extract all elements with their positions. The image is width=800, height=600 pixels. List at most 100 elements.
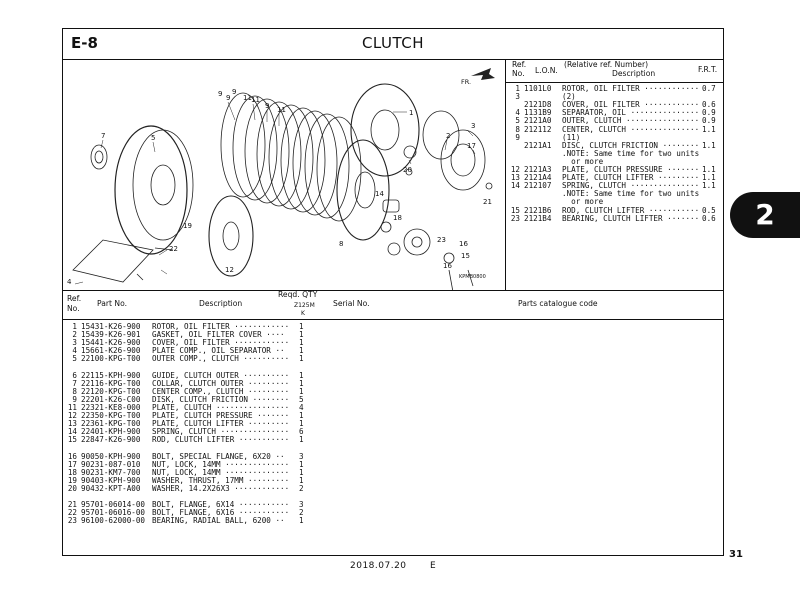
parts-cell-desc: ROTOR, OIL FILTER ············ — [152, 322, 290, 331]
diagram-callout: 8 — [339, 240, 343, 248]
reference-cell-desc: PLATE, CLUTCH PRESSURE ······· — [562, 165, 700, 174]
reference-cell-ref: 13 — [510, 173, 520, 183]
reference-cell-frt: 1.1 — [702, 181, 716, 191]
parts-cell-qty: 1 — [299, 411, 304, 421]
ref-no-header: Ref. — [512, 60, 527, 69]
parts-cell-ref: 8 — [72, 386, 77, 396]
parts-table-header: Ref. No. Part No. Description Reqd. QTY … — [63, 290, 723, 320]
parts-cell-qty: 1 — [299, 378, 304, 388]
parts-cell-part: 22401-KPH-900 — [81, 427, 141, 437]
part-no-header: Part No. — [97, 299, 128, 308]
parts-cell-qty: 1 — [299, 354, 304, 364]
parts-cell-desc: COLLAR, CLUTCH OUTER ········· — [152, 378, 290, 388]
parts-cell-part: 90231-KM7-700 — [81, 467, 141, 477]
model-header: Z125M — [294, 302, 315, 309]
reference-cell-lon: 2121D8 — [524, 100, 552, 110]
reference-cell-desc: SEPARATOR, OIL ··············· — [562, 108, 700, 118]
reference-cell-lon: 2121A3 — [524, 165, 552, 174]
parts-cell-ref: 6 — [72, 370, 77, 380]
diagram-callout: 11 — [243, 94, 252, 102]
section-header: E-8 CLUTCH — [63, 29, 723, 60]
lon-header: L.O.N. — [535, 66, 558, 75]
diagram-callout: 9 — [232, 88, 236, 96]
parts-cell-ref: 22 — [67, 508, 77, 518]
serial-no-header: Serial No. — [333, 299, 370, 308]
parts-cell-qty: 4 — [299, 403, 304, 412]
parts-cell-qty: 1 — [299, 516, 304, 526]
section-code: E-8 — [71, 34, 98, 52]
parts-cell-qty: 2 — [299, 484, 304, 493]
reference-cell-desc: BEARING, CLUTCH LIFTER ······· — [562, 213, 700, 223]
model-sub-header: K — [301, 310, 305, 317]
clutch-exploded-view: FR. KPMB0800 911911191197523172014181921… — [67, 68, 495, 290]
diagram-callout: 9 — [265, 102, 269, 110]
parts-cell-qty: 1 — [299, 419, 304, 429]
reference-table-header: Ref. No. L.O.N. (Relative ref. Number) D… — [506, 60, 723, 83]
parts-cell-part: 15661-K26-900 — [81, 346, 141, 356]
parts-cell-ref: 1 — [72, 322, 77, 331]
reference-cell-desc: CENTER, CLUTCH ··············· — [562, 124, 700, 134]
parts-cell-part: 22350-KPG-T00 — [81, 411, 141, 421]
parts-cell-part: 15431-K26-900 — [81, 322, 141, 331]
parts-cell-qty: 3 — [299, 500, 304, 510]
parts-cell-ref: 13 — [67, 419, 77, 429]
diagram-callout: 23 — [437, 236, 446, 244]
parts-cell-part: 96100-62000-00 — [81, 516, 146, 526]
parts-cell-desc: BOLT, FLANGE, 6X16 ··········· — [152, 508, 290, 518]
reference-cell-lon: 212107 — [524, 181, 552, 191]
parts-cell-desc: DISK, CLUTCH FRICTION ········ — [152, 394, 290, 404]
parts-cell-ref: 7 — [72, 378, 77, 388]
diagram-callout: 15 — [461, 252, 470, 260]
parts-cell-part: 22361-KPG-T00 — [81, 419, 141, 429]
parts-cell-desc: PLATE, CLUTCH ················ — [152, 403, 290, 412]
parts-cell-part: 22116-KPG-T00 — [81, 378, 141, 388]
reference-cell-lon: 2121A0 — [524, 116, 552, 126]
diagram-callout: 5 — [151, 134, 155, 142]
ref-no-header-2: No. — [512, 69, 525, 78]
parts-cell-desc: OUTER COMP., CLUTCH ·········· — [152, 354, 290, 364]
diagram-callout: 9 — [218, 90, 222, 98]
reference-cell-lon: 2121B6 — [524, 205, 552, 215]
parts-cell-desc: PLATE COMP., OIL SEPARATOR ·· — [152, 346, 285, 356]
parts-cell-desc: PLATE, CLUTCH LIFTER ········· — [152, 419, 290, 429]
reference-cell-lon: 1131B9 — [524, 108, 552, 118]
reference-cell-desc: DISC, CLUTCH FRICTION ········ — [562, 140, 700, 150]
parts-cell-desc: BEARING, RADIAL BALL, 6200 ·· — [152, 516, 285, 526]
front-arrow-icon — [471, 68, 495, 80]
diagram-callout: 1 — [409, 109, 413, 117]
reference-cell-frt: 1.1 — [702, 124, 716, 134]
reference-cell-lon: 2121A1 — [524, 140, 552, 150]
parts-cell-part: 22100-KPG-T00 — [81, 354, 141, 364]
parts-cell-ref: 5 — [72, 354, 77, 364]
parts-cell-desc: WASHER, 14.2X26X3 ············ — [152, 484, 290, 493]
reference-cell-ref: 1 — [515, 84, 520, 93]
reference-cell-desc: ROTOR, OIL FILTER ············ — [562, 84, 700, 93]
reference-cell-frt: 0.9 — [702, 116, 716, 126]
desc-header-2: Description — [612, 69, 656, 78]
parts-cell-part: 22321-KE8-000 — [81, 403, 141, 412]
parts-cell-ref: 19 — [67, 475, 77, 485]
parts-cell-desc: WASHER, THRUST, 17MM ········· — [152, 475, 290, 485]
diagram-callout: 4 — [67, 278, 72, 286]
parts-cell-qty: 1 — [299, 475, 304, 485]
parts-cell-ref: 2 — [72, 330, 77, 340]
frt-header: F.R.T. — [698, 65, 718, 74]
reference-cell-desc: or more — [562, 197, 604, 207]
front-label: FR. — [461, 78, 471, 86]
diagram-callout: 3 — [471, 122, 475, 130]
parts-cell-ref: 18 — [67, 467, 77, 477]
parts-cell-qty: 1 — [299, 338, 304, 348]
page-number: 31 — [729, 549, 743, 560]
reference-cell-frt: 0.9 — [702, 108, 716, 118]
parts-cell-ref: 15 — [67, 435, 77, 445]
diagram-callout: 22 — [169, 245, 178, 253]
parts-cell-desc: BOLT, SPECIAL FLANGE, 6X20 ·· — [152, 451, 285, 461]
footer-edition: E — [430, 561, 436, 571]
parts-cell-ref: 17 — [67, 459, 77, 469]
parts-cell-qty: 6 — [299, 427, 304, 437]
parts-cell-part: 15441-K26-900 — [81, 338, 141, 348]
diagram-callout: 11 — [277, 106, 286, 114]
parts-cell-qty: 3 — [299, 451, 304, 461]
catalogue-code-header: Parts catalogue code — [518, 299, 598, 308]
section-title: CLUTCH — [361, 34, 425, 52]
